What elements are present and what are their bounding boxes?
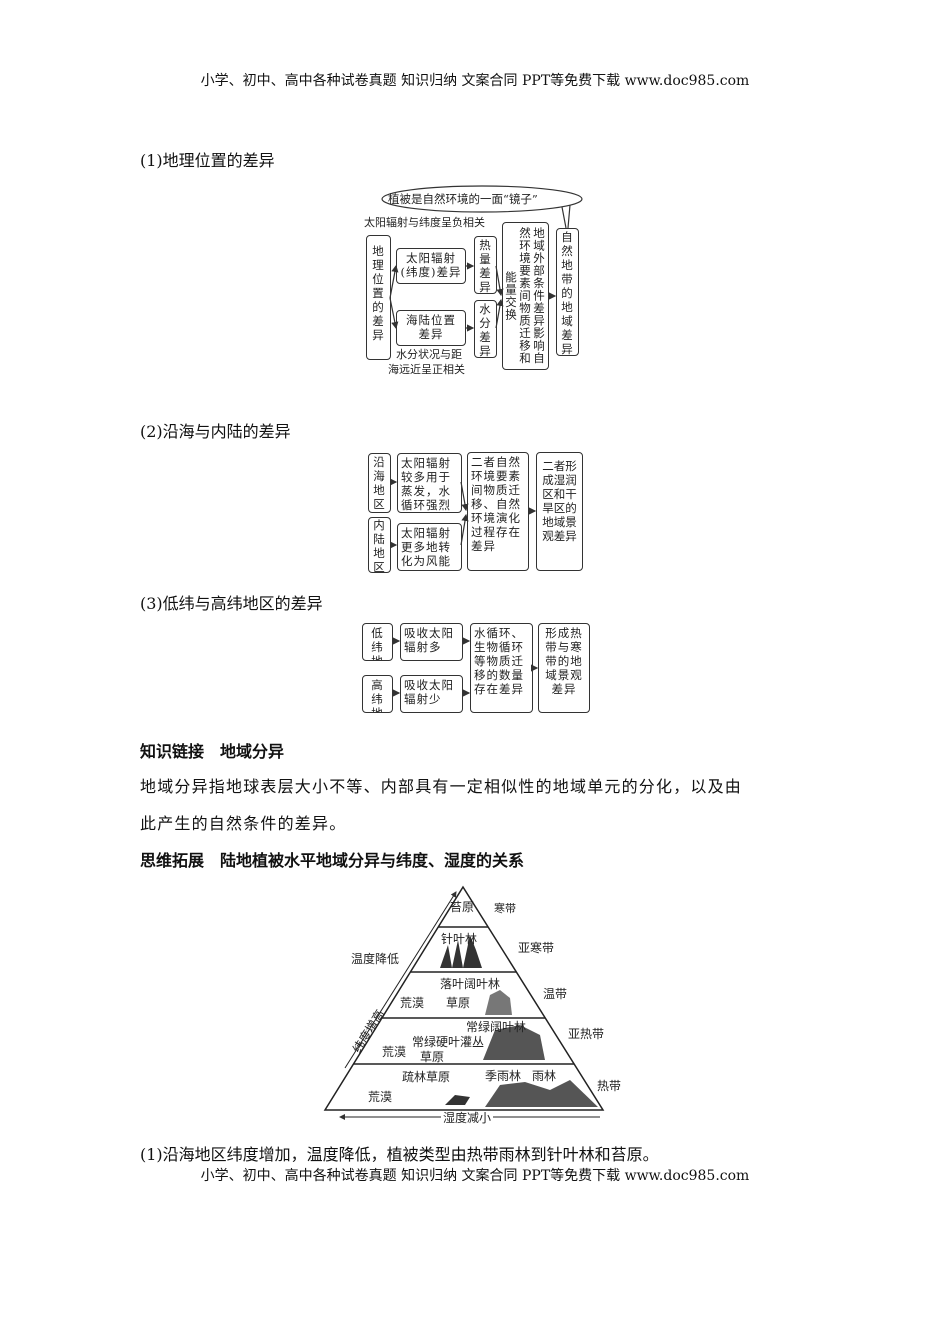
label-deciduous: 落叶阔叶林 [440,977,501,991]
box-high-effect: 吸收太阳辐射少 [400,675,463,713]
label-humidity: 湿度减小 [441,1111,494,1125]
page-footer: 小学、初中、高中各种试卷真题 知识归纳 文案合同 PPT等免费下载 www.do… [200,1168,750,1184]
label-desert-subtropical: 荒漠 [382,1045,407,1059]
box-water: 水分差异 [474,300,497,358]
box-mid3: 水循环、生物循环等物质迁移的数量存在差异 [470,623,533,713]
knowledge-line-2: 此产生的自然条件的差异。 [140,814,347,833]
thinking-title: 思维拓展 陆地植被水平地域分异与纬度、湿度的关系 [140,851,525,870]
vegetation-silhouettes [440,935,598,1107]
label-evergreen: 常绿阔叶林 [466,1020,527,1034]
label-rainforest: 雨林 [532,1069,557,1083]
box-solar: 太阳辐射(纬度)差异 [396,248,466,284]
knowledge-title: 知识链接 地域分异 [140,742,285,761]
box-inland-effect: 太阳辐射更多地转化为风能 [397,523,462,571]
box-high: 高纬地区 [362,675,393,713]
page-header: 小学、初中、高中各种试卷真题 知识归纳 文案合同 PPT等免费下载 www.do… [200,73,750,89]
box-result3: 形成热带与寒带的地域景观差异 [538,623,590,713]
box-origin: 地理位置的差异 [366,235,391,360]
box-mid1: 地域外部条件差异影响自然环境要素间物质迁移和能量交换 [502,222,549,370]
section1-title: (1)地理位置的差异 [140,151,275,170]
box-result2: 二者形成湿润区和干旱区的地域景观差异 [536,452,583,571]
top-note: 太阳辐射与纬度呈负相关 [364,216,485,229]
label-temp-drop: 温度降低 [351,952,400,966]
box-heat: 热量差异 [474,236,497,294]
bottom-note-2: 海远近呈正相关 [388,363,465,376]
section2-title: (2)沿海与内陆的差异 [140,422,291,441]
knowledge-line-1: 地域分异指地球表层大小不等、内部具有一定相似性的地域单元的分化，以及由 [140,777,743,796]
box-low: 低纬地区 [362,623,393,661]
conclusion-text: (1)沿海地区纬度增加，温度降低，植被类型由热带雨林到针叶林和苔原。 [140,1145,659,1164]
box-coast-effect: 太阳辐射较多用于蒸发，水循环强烈 [397,453,462,513]
label-subtropical: 亚热带 [568,1027,605,1041]
label-desert-temperate: 荒漠 [400,996,425,1010]
label-savanna: 疏林草原 [402,1070,451,1084]
label-taiga: 针叶林 [441,932,478,946]
label-sclerophyll: 常绿硬叶灌丛 [412,1035,485,1049]
label-tropical: 热带 [597,1079,622,1093]
box-mid2: 二者自然环境要素间物质迁移、自然环境演化过程存在差异 [467,452,529,571]
label-cold: 寒带 [494,902,516,915]
box-low-effect: 吸收太阳辐射多 [400,623,463,661]
label-grassland-temperate: 草原 [446,996,471,1010]
label-grassland-subtropical: 草原 [420,1050,445,1064]
label-desert-tropical: 荒漠 [368,1090,393,1104]
box-result1: 自然地带的地域差异 [556,228,579,356]
bubble-text: 植被是自然环境的一面“镜子” [388,192,538,206]
label-temperate: 温带 [543,987,568,1001]
section3-title: (3)低纬与高纬地区的差异 [140,594,323,613]
bottom-note-1: 水分状况与距 [396,348,462,361]
box-coast: 沿海地区 [368,453,391,513]
label-subarctic: 亚寒带 [518,941,555,955]
box-landsea: 海陆位置差异 [396,310,466,346]
speech-bubble [381,185,583,213]
box-inland: 内陆地区 [368,517,391,573]
label-monsoon: 季雨林 [485,1069,522,1083]
label-tundra: 苔原 [450,900,475,914]
